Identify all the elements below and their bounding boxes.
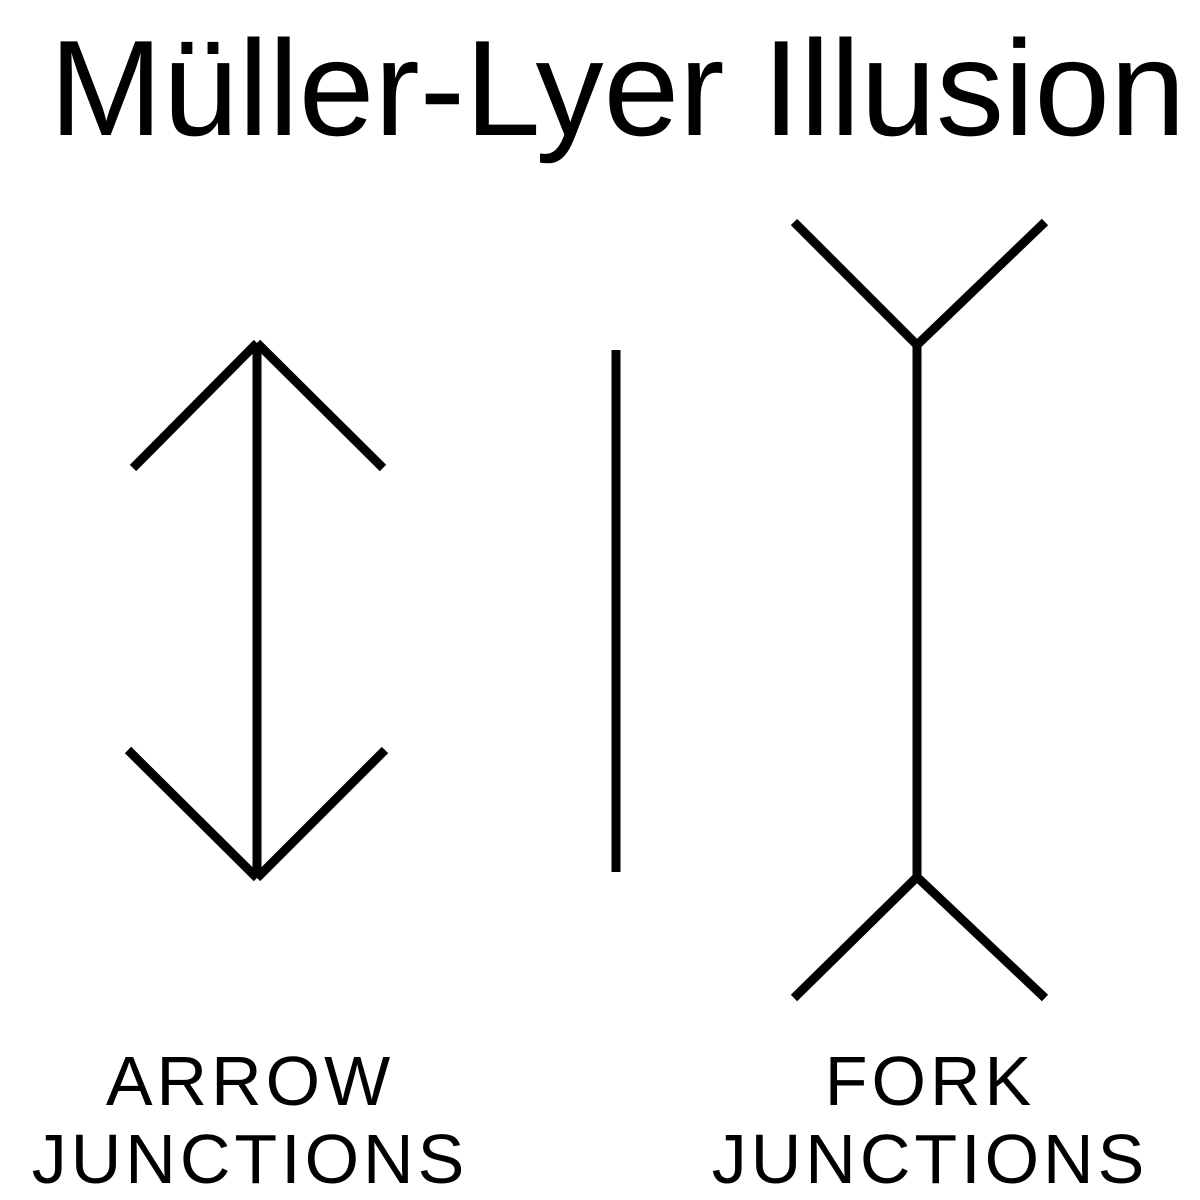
arrow-bottom-right-fin [253, 746, 389, 882]
arrow-label-line1: ARROW [105, 1042, 395, 1120]
diagram-title: Müller-Lyer Illusion [49, 12, 1186, 164]
arrow-junctions-label: ARROW JUNCTIONS [0, 1042, 500, 1198]
fork-junctions-label: FORK JUNCTIONS [680, 1042, 1180, 1198]
fork-junction-figure [790, 218, 1049, 1002]
arrow-label-line2: JUNCTIONS [31, 1120, 469, 1198]
fork-label-line2: JUNCTIONS [711, 1120, 1149, 1198]
fork-top-right-prong [913, 218, 1049, 349]
arrow-bottom-left-fin [124, 746, 261, 882]
fork-bottom-right-prong [913, 873, 1049, 1002]
fork-label-line1: FORK [824, 1042, 1036, 1120]
fork-top-left-prong [790, 218, 921, 349]
arrow-junction-figure [124, 339, 389, 882]
fork-bottom-left-prong [790, 873, 921, 1002]
arrow-top-right-fin [253, 339, 387, 472]
arrow-top-left-fin [129, 339, 261, 472]
